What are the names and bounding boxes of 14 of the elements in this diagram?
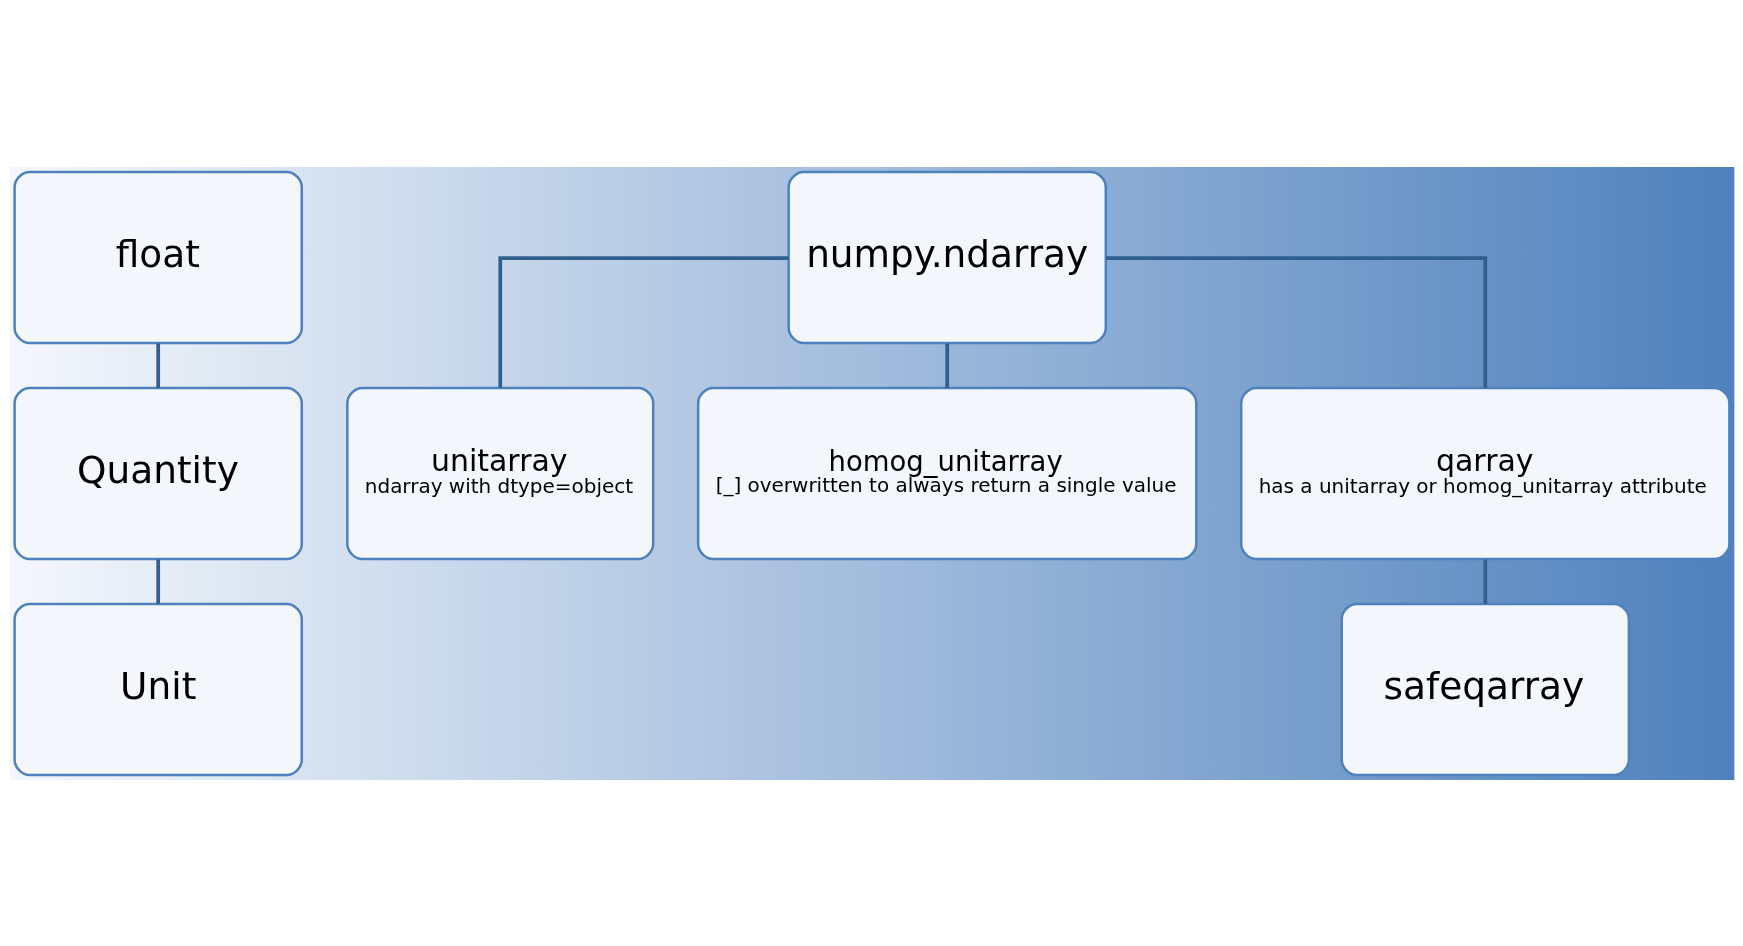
- connector: [155, 343, 160, 388]
- node-box: unitarray ndarray with dtype=object: [345, 386, 654, 560]
- connector: [1482, 559, 1487, 604]
- node-box: float: [12, 170, 303, 344]
- node-box: Quantity: [12, 386, 303, 560]
- connector: [1105, 255, 1487, 388]
- node-box: Unit: [12, 602, 303, 776]
- node-box: homog_unitarray [_] overwritten to always return a single value: [696, 386, 1198, 560]
- connector: [155, 559, 160, 604]
- connector: [497, 255, 788, 388]
- node-box: safeqarray: [1340, 602, 1630, 776]
- node-box: qarray has a unitarray or homog_unitarray attribute: [1239, 386, 1731, 560]
- connector: [944, 343, 949, 388]
- node-box: numpy.ndarray: [786, 170, 1107, 344]
